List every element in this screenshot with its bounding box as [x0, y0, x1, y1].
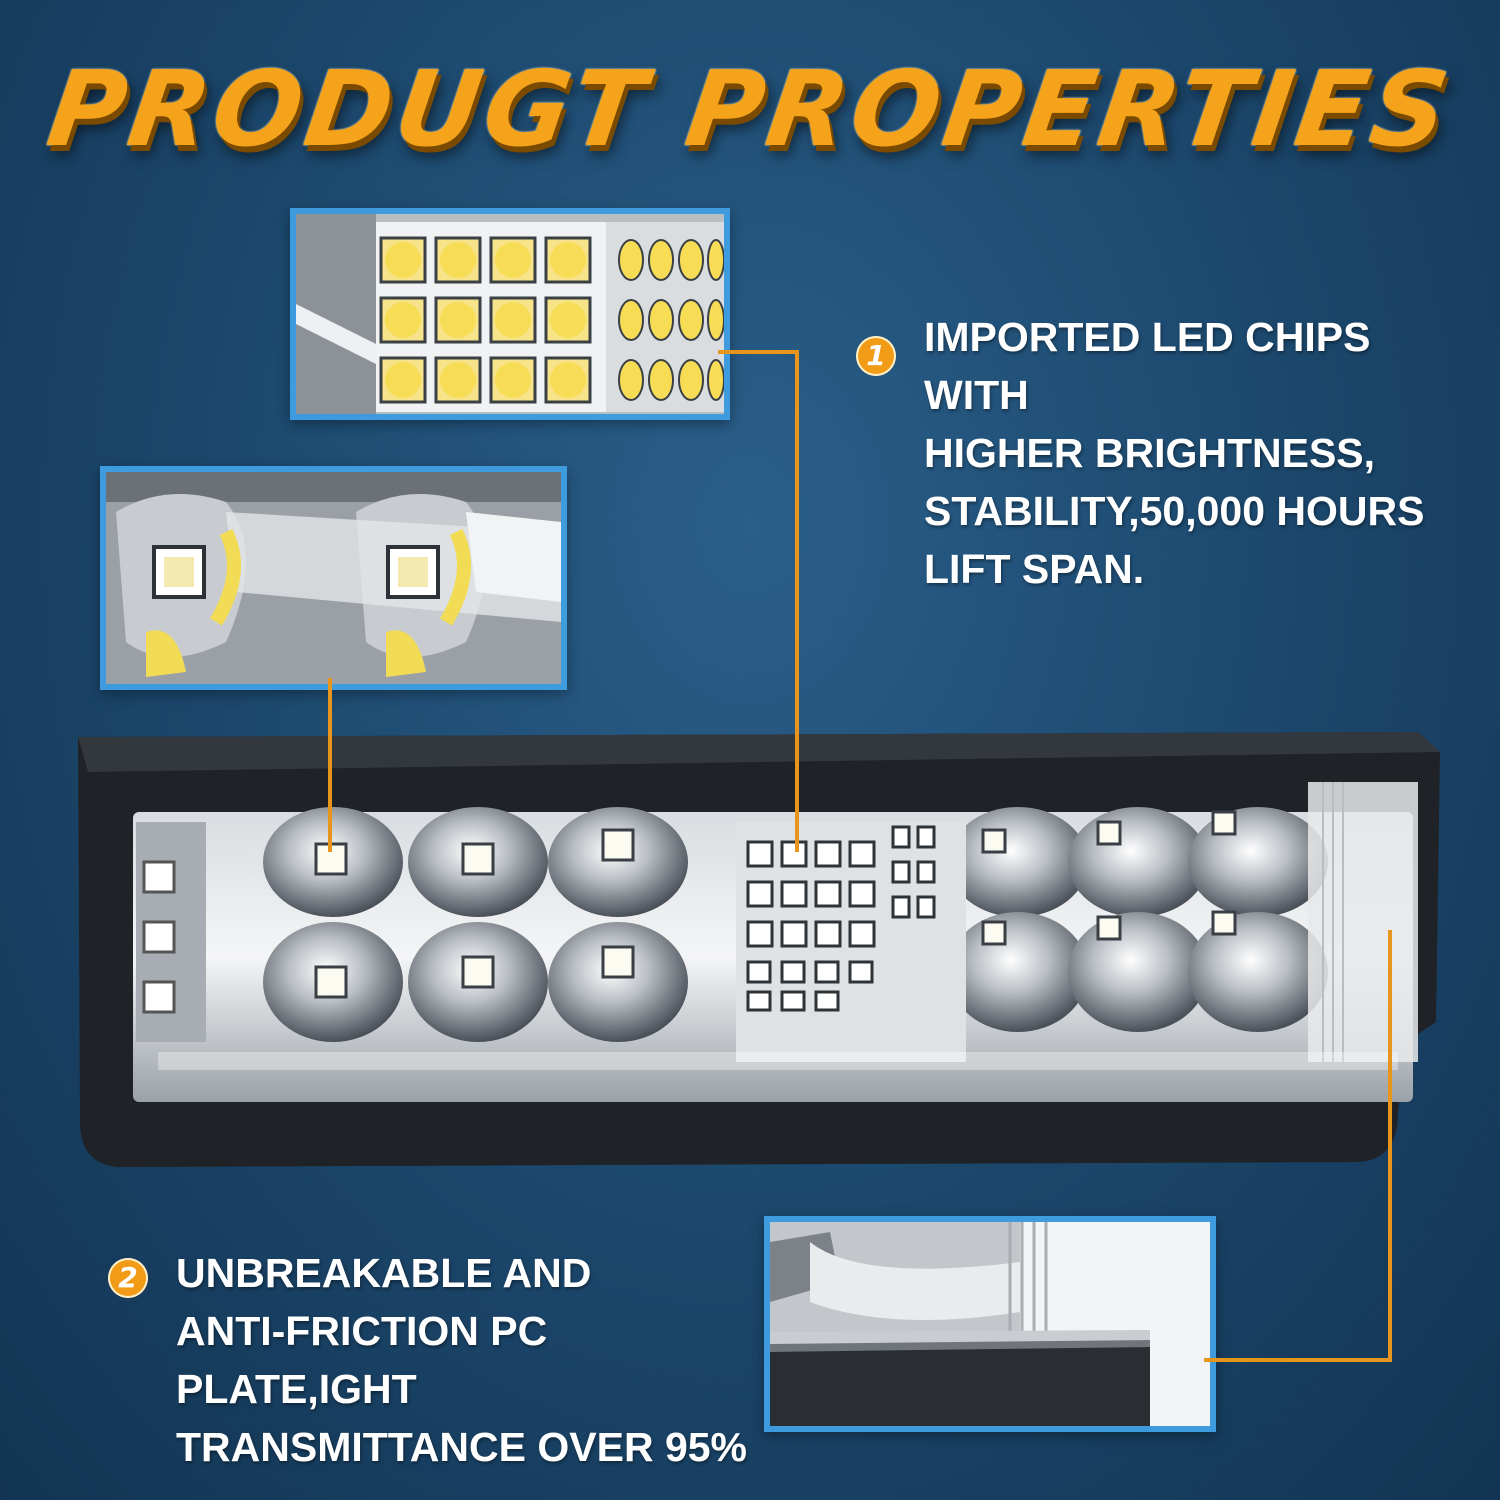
page-title: PRODUGT PROPERTIES — [40, 48, 1460, 170]
connector-line-3-vertical — [1388, 930, 1392, 1362]
light-bar-image — [58, 712, 1444, 1172]
feature-2-line-1: UNBREAKABLE AND — [176, 1250, 592, 1296]
feature-2-line-3: TRANSMITTANCE OVER 95% — [176, 1424, 748, 1470]
feature-2-number-badge: 2 — [108, 1258, 148, 1298]
feature-1-line-1: IMPORTED LED CHIPS WITH — [924, 314, 1371, 418]
reflector-callout — [100, 466, 567, 690]
feature-2-text: UNBREAKABLE AND ANTI-FRICTION PC PLATE,I… — [176, 1244, 756, 1476]
feature-1-number-badge: 1 — [856, 336, 896, 376]
connector-line-3-horizontal — [1204, 1358, 1392, 1362]
light-bar-illustration — [78, 732, 1440, 1167]
feature-1-text: IMPORTED LED CHIPS WITH HIGHER BRIGHTNES… — [924, 308, 1484, 598]
pc-lens-edge-closeup — [770, 1222, 1210, 1426]
feature-1-line-4: LIFT SPAN. — [924, 546, 1145, 592]
pc-lens-callout — [764, 1216, 1216, 1432]
feature-1-line-2: HIGHER BRIGHTNESS, — [924, 430, 1376, 476]
led-chip-grid-callout — [290, 208, 730, 420]
led-chip-grid-closeup — [296, 214, 724, 414]
feature-2-line-2: ANTI-FRICTION PC PLATE,IGHT — [176, 1308, 548, 1412]
reflector-cup-closeup — [106, 472, 561, 684]
connector-line-1-vertical — [795, 350, 799, 852]
connector-line-1-horizontal — [718, 350, 798, 354]
feature-1-line-3: STABILITY,50,000 HOURS — [924, 488, 1425, 534]
connector-line-2-vertical — [328, 678, 332, 852]
